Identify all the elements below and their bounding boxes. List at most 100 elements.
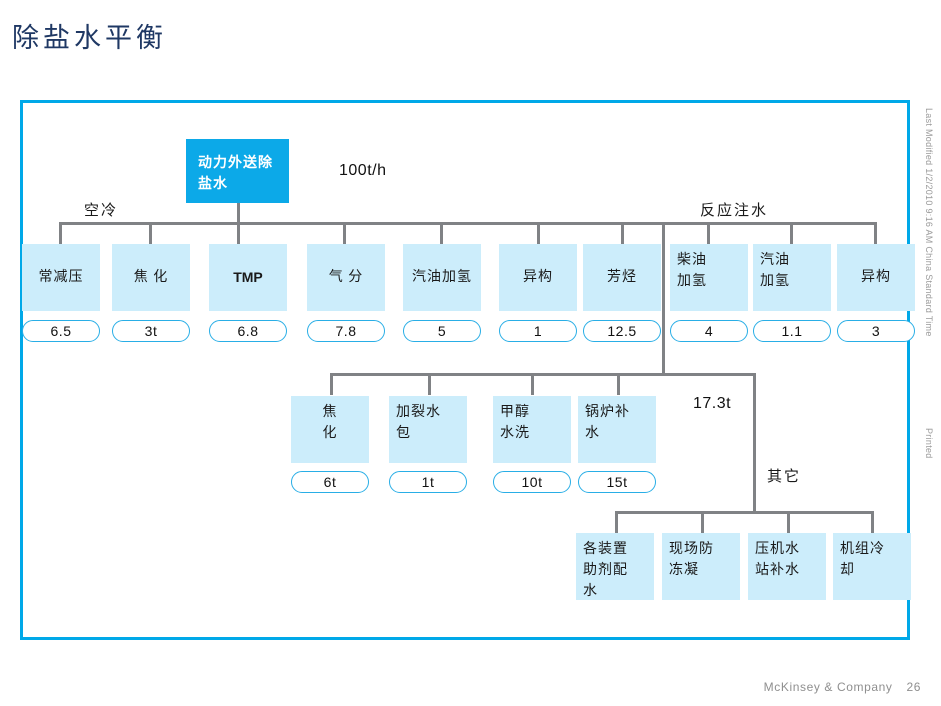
row2-pill-2: 10t xyxy=(493,471,571,493)
row3-node-1[interactable]: 现场防 冻凝 xyxy=(662,533,740,600)
connector-bus-row1 xyxy=(59,222,876,225)
row1-pill-8: 1.1 xyxy=(753,320,831,342)
label-reaction-water: 反应注水 xyxy=(700,203,769,219)
row1-node-5[interactable]: 异构 xyxy=(499,244,577,311)
row1-node-7-label: 柴油 加氢 xyxy=(677,253,707,289)
row2-pill-1-value: 1t xyxy=(421,474,435,490)
source-node[interactable]: 动力外送除 盐水 xyxy=(186,139,289,203)
row1-pill-1: 3t xyxy=(112,320,190,342)
row1-pill-0-value: 6.5 xyxy=(50,323,72,339)
row1-pill-6: 12.5 xyxy=(583,320,661,342)
row1-node-2-label: TMP xyxy=(233,269,263,285)
row2-node-3[interactable]: 锅炉补 水 xyxy=(578,396,656,463)
printed-meta: Printed xyxy=(924,428,934,459)
row1-node-1-label: 焦 化 xyxy=(133,270,169,285)
row1-node-7[interactable]: 柴油 加氢 xyxy=(670,244,748,311)
row2-pill-0: 6t xyxy=(291,471,369,493)
row1-pill-4: 5 xyxy=(403,320,481,342)
row1-node-3-label: 气 分 xyxy=(328,270,364,285)
row3-node-3-label: 机组冷 却 xyxy=(840,542,885,578)
row1-pill-6-value: 12.5 xyxy=(607,323,637,339)
connector-drop-r1-8 xyxy=(790,222,793,244)
connector-drop-r1-4 xyxy=(440,222,443,244)
label-air-cooling: 空冷 xyxy=(84,203,119,219)
page-title: 除盐水平衡 xyxy=(12,23,167,53)
connector-bus-row2 xyxy=(330,373,756,376)
connector-drop-r1-1 xyxy=(149,222,152,244)
connector-drop-r1-5 xyxy=(537,222,540,244)
row1-pill-2: 6.8 xyxy=(209,320,287,342)
row1-node-8[interactable]: 汽油 加氢 xyxy=(753,244,831,311)
connector-drop-r1-3 xyxy=(343,222,346,244)
connector-drop-r3-0 xyxy=(615,511,618,533)
row1-node-1[interactable]: 焦 化 xyxy=(112,244,190,311)
connector-other-trunk xyxy=(753,373,756,513)
connector-drop-r1-6 xyxy=(621,222,624,244)
row1-node-2[interactable]: TMP xyxy=(209,244,287,311)
row2-node-2[interactable]: 甲醇 水洗 xyxy=(493,396,571,463)
label-other: 其它 xyxy=(767,469,802,485)
row2-pill-3-value: 15t xyxy=(606,474,628,490)
content-frame xyxy=(20,100,910,640)
row2-pill-0-value: 6t xyxy=(323,474,337,490)
row1-pill-3-value: 7.8 xyxy=(335,323,357,339)
footer-brand: McKinsey & Company xyxy=(763,680,893,694)
row1-node-4-label: 汽油加氢 xyxy=(412,270,472,285)
row1-node-6-label: 芳烃 xyxy=(607,270,637,285)
connector-drop-r3-2 xyxy=(787,511,790,533)
row1-pill-5: 1 xyxy=(499,320,577,342)
connector-drop-r1-7 xyxy=(707,222,710,244)
connector-source-stem xyxy=(237,203,240,225)
connector-drop-r1-2 xyxy=(237,222,240,244)
row1-pill-7-value: 4 xyxy=(704,323,714,339)
row3-node-2-label: 压机水 站补水 xyxy=(755,542,800,578)
row1-pill-8-value: 1.1 xyxy=(781,323,803,339)
row1-pill-0: 6.5 xyxy=(22,320,100,342)
row3-node-1-label: 现场防 冻凝 xyxy=(669,542,714,578)
last-modified-meta: Last Modified 1/2/2010 9:16 AM China Sta… xyxy=(924,108,934,337)
row1-node-6[interactable]: 芳烃 xyxy=(583,244,661,311)
connector-drop-r2-1 xyxy=(428,373,431,395)
row2-node-0-label: 焦 化 xyxy=(322,405,338,441)
row1-pill-1-value: 3t xyxy=(144,323,158,339)
row2-pill-2-value: 10t xyxy=(521,474,543,490)
row3-node-0-label: 各装置 助剂配 水 xyxy=(583,542,628,599)
row1-node-3[interactable]: 气 分 xyxy=(307,244,385,311)
row1-pill-9: 3 xyxy=(837,320,915,342)
connector-branch-trunk xyxy=(662,222,665,376)
row1-node-9[interactable]: 异构 xyxy=(837,244,915,311)
row1-node-0-label: 常减压 xyxy=(38,270,84,285)
row2-pill-3: 15t xyxy=(578,471,656,493)
total-flow-label: 100t/h xyxy=(339,162,387,179)
connector-drop-r3-1 xyxy=(701,511,704,533)
row1-node-5-label: 异构 xyxy=(523,270,553,285)
connector-drop-r2-0 xyxy=(330,373,333,395)
row1-pill-2-value: 6.8 xyxy=(237,323,259,339)
row2-node-1[interactable]: 加裂水 包 xyxy=(389,396,467,463)
footer-page-number: 26 xyxy=(906,680,921,694)
row1-node-0[interactable]: 常减压 xyxy=(22,244,100,311)
row1-pill-7: 4 xyxy=(670,320,748,342)
connector-bus-row3 xyxy=(615,511,874,514)
connector-drop-r2-2 xyxy=(531,373,534,395)
row2-node-0[interactable]: 焦 化 xyxy=(291,396,369,463)
row1-pill-5-value: 1 xyxy=(533,323,543,339)
row1-node-4[interactable]: 汽油加氢 xyxy=(403,244,481,311)
source-node-line2: 盐水 xyxy=(198,177,228,192)
branch-flow-label: 17.3t xyxy=(693,395,732,412)
footer: McKinsey & Company 26 xyxy=(764,680,921,694)
row1-pill-9-value: 3 xyxy=(871,323,881,339)
row3-node-2[interactable]: 压机水 站补水 xyxy=(748,533,826,600)
row1-node-8-label: 汽油 加氢 xyxy=(760,253,790,289)
row2-node-3-label: 锅炉补 水 xyxy=(585,405,630,441)
row3-node-3[interactable]: 机组冷 却 xyxy=(833,533,911,600)
row3-node-0[interactable]: 各装置 助剂配 水 xyxy=(576,533,654,600)
connector-drop-r3-3 xyxy=(871,511,874,533)
row1-pill-3: 7.8 xyxy=(307,320,385,342)
row2-node-1-label: 加裂水 包 xyxy=(396,405,441,441)
row2-node-2-label: 甲醇 水洗 xyxy=(500,405,530,441)
row1-pill-4-value: 5 xyxy=(437,323,447,339)
connector-drop-r1-0 xyxy=(59,222,62,244)
